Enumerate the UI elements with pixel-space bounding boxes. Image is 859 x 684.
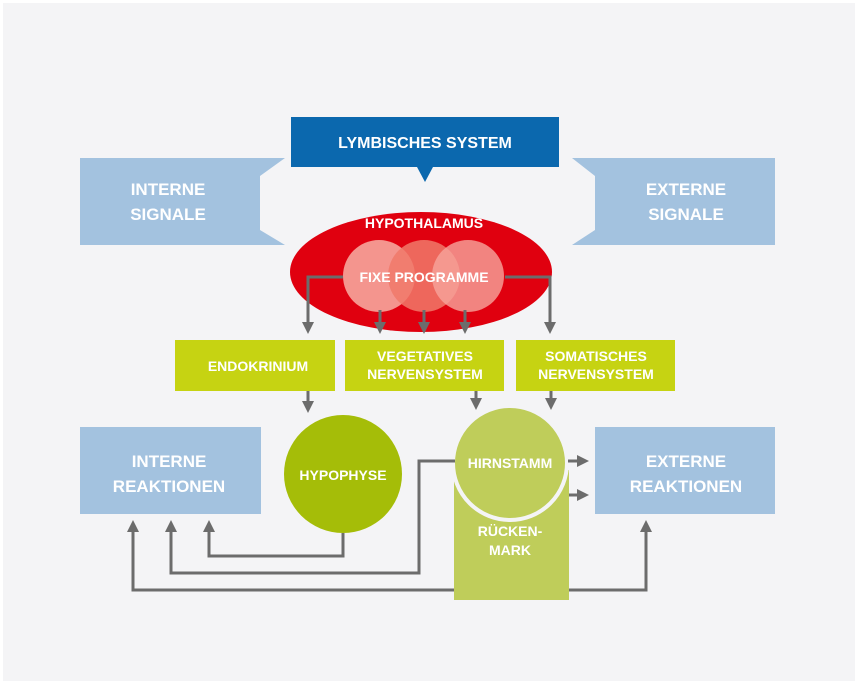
internal-signals-box: INTERNE SIGNALE [80,158,285,245]
fixed-programs-label: FIXE PROGRAMME [359,269,488,285]
arrow-spinal-to-external [569,520,652,592]
internal-reactions-line1: INTERNE [132,452,207,471]
program-arrows [302,275,556,334]
arrow-brainstem-to-internal [165,459,455,575]
vegetative-line1: VEGETATIVES [377,348,473,364]
external-reactions-box: EXTERNE REAKTIONEN [595,427,775,514]
internal-signals-line1: INTERNE [131,180,206,199]
somatic-line2: NERVENSYSTEM [538,366,654,382]
vegetative-nervous-system-box: VEGETATIVES NERVENSYSTEM [345,340,504,391]
brainstem: HIRNSTAMM [451,404,569,522]
internal-reactions-box: INTERNE REAKTIONEN [80,427,261,514]
limbic-system-label: LYMBISCHES SYSTEM [338,135,512,152]
external-reactions-line1: EXTERNE [646,452,726,471]
spinal-cord-line1: RÜCKEN- [478,523,543,539]
external-reactions-line2: REAKTIONEN [630,477,742,496]
limbic-system-box: LYMBISCHES SYSTEM [291,117,559,182]
arrow-to-somatic [505,275,556,334]
program-circle-right [432,240,504,312]
spinal-cord-line2: MARK [489,542,531,558]
internal-signals-line2: SIGNALE [130,205,206,224]
somatic-nervous-system-box: SOMATISCHES NERVENSYSTEM [516,340,675,391]
arrow-hypophysis-to-internal [203,520,345,558]
endocrine-box: ENDOKRINIUM [175,340,335,391]
external-signals-line1: EXTERNE [646,180,726,199]
brainstem-label: HIRNSTAMM [468,455,553,471]
vegetative-line2: NERVENSYSTEM [367,366,483,382]
external-signals-line2: SIGNALE [648,205,724,224]
internal-reactions-line2: REAKTIONEN [113,477,225,496]
somatic-line1: SOMATISCHES [545,348,647,364]
external-signals-box: EXTERNE SIGNALE [572,158,775,245]
endocrine-label: ENDOKRINIUM [208,358,308,374]
hypophysis-label: HYPOPHYSE [299,467,386,483]
hypothalamus-label: HYPOTHALAMUS [365,215,483,231]
fixed-programs: FIXE PROGRAMME [343,240,504,312]
arrow-to-endocrine [302,275,343,334]
arrow-spinal-to-internal [127,520,454,592]
hypophysis: HYPOPHYSE [284,415,402,533]
